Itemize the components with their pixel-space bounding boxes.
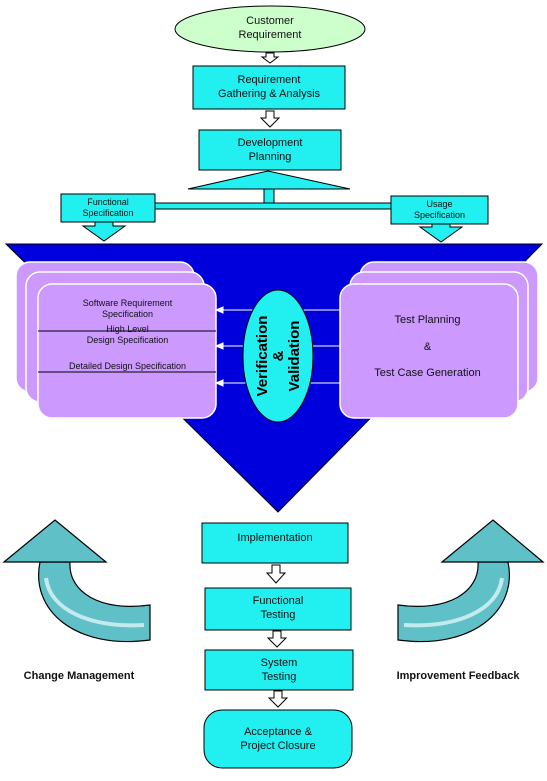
left-card-stack — [15, 261, 217, 419]
hollow-arrow — [265, 564, 289, 708]
system-testing-label: System Testing — [260, 657, 298, 683]
test-planning-label: Test Planning — [394, 314, 461, 326]
acceptance-node — [203, 709, 353, 769]
planning-split-connector — [154, 170, 392, 210]
functional-testing-label: Functional Testing — [252, 595, 304, 621]
verification-validation-ellipse — [242, 289, 314, 423]
functional-testing-node — [204, 587, 352, 631]
validation-word: Validation — [286, 320, 303, 392]
functional-specification-label: Functional Specification — [82, 197, 134, 218]
right-card-stack — [339, 261, 539, 419]
development-planning-label: Development Planning — [237, 137, 303, 163]
requirement-gathering-label: Requirement Gathering & Analysis — [217, 74, 321, 100]
verification-validation-label: Verification & Validation — [254, 296, 303, 416]
change-management-arrow-icon — [2, 519, 151, 642]
functional-specification-node — [60, 193, 156, 223]
change-management-label: Change Management — [23, 670, 135, 682]
implementation-label: Implementation — [237, 532, 313, 544]
requirement-gathering-node — [192, 65, 346, 110]
usage-specification-node — [390, 195, 489, 225]
down-arrow-icon — [81, 221, 127, 242]
system-testing-node — [204, 649, 354, 691]
acceptance-label: Acceptance & Project Closure — [240, 726, 316, 752]
usage-specification-label: Usage Specification — [413, 199, 466, 220]
hollow-arrow — [259, 52, 281, 128]
implementation-node — [201, 522, 349, 564]
down-arrow-icon — [418, 223, 464, 243]
improvement-feedback-label: Improvement Feedback — [396, 670, 520, 682]
detailed-design-spec-label: Detailed Design Specification — [68, 361, 187, 371]
software-requirement-spec-label: Software Requirement Specification — [82, 298, 173, 319]
customer-requirement-label: Customer Requirement — [238, 15, 302, 41]
improvement-feedback-arrow-icon — [397, 519, 545, 642]
customer-requirement-node — [174, 5, 366, 53]
high-level-design-spec-label: High Level Design Specification — [86, 324, 169, 345]
development-planning-node — [198, 129, 342, 171]
test-case-generation-label: Test Case Generation — [374, 367, 481, 379]
test-ampersand-label: & — [423, 341, 432, 353]
